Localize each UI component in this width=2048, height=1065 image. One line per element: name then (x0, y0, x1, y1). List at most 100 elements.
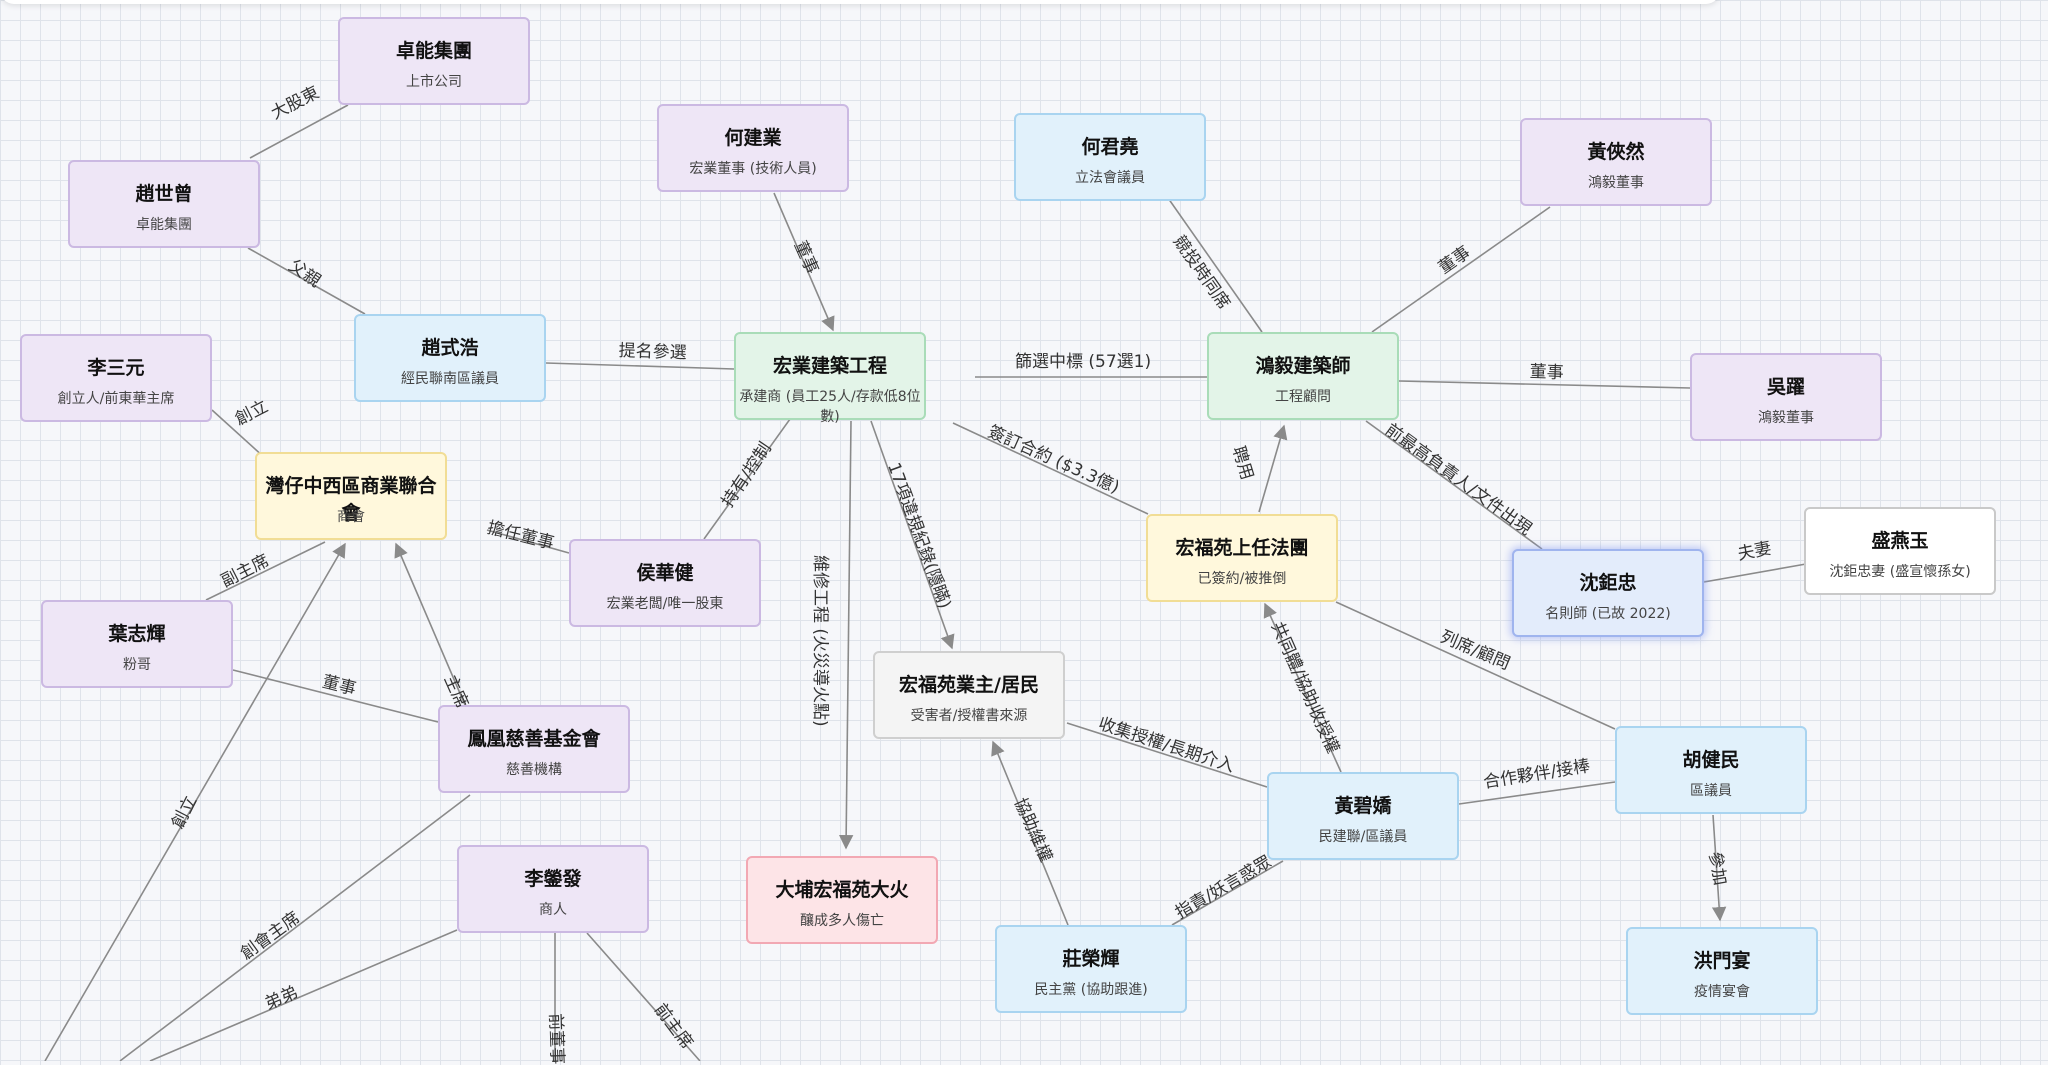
node-subtitle: 鴻毅董事 (1758, 410, 1814, 426)
node-subtitle: 工程顧問 (1275, 389, 1331, 405)
edge-line (1335, 601, 1616, 730)
node-zhaoshizeng[interactable]: 趙世曾卓能集團 (68, 160, 260, 248)
node-subtitle: 商會 (337, 509, 365, 525)
edge-label: 篩選中標 (57選1) (1015, 352, 1152, 372)
node-subtitle: 上市公司 (406, 74, 462, 90)
node-title: 卓能集團 (395, 40, 472, 62)
edge-line (1711, 814, 1727, 922)
node-subtitle: 沈鉅忠妻 (盛宣懷孫女) (1829, 564, 1971, 580)
node-zhuangronghui[interactable]: 莊榮輝民主黨 (協助跟進) (995, 925, 1187, 1013)
node-zhuoneng[interactable]: 卓能集團上市公司 (338, 17, 530, 105)
node-title: 宏福苑業主/居民 (899, 674, 1039, 696)
node-fire[interactable]: 大埔宏福苑大火釀成多人傷亡 (746, 856, 938, 944)
node-title: 何君堯 (1081, 136, 1139, 158)
node-shengyanyu[interactable]: 盛燕玉沈鉅忠妻 (盛宣懷孫女) (1804, 507, 1996, 595)
node-title: 黃俠然 (1587, 141, 1645, 163)
node-hejianye[interactable]: 何建業宏業董事 (技術人員) (657, 104, 849, 192)
node-subtitle: 民主黨 (協助跟進) (1034, 982, 1148, 998)
edge-line (1066, 722, 1268, 788)
node-title: 侯華健 (636, 562, 694, 584)
node-subtitle: 名則師 (已故 2022) (1545, 606, 1671, 622)
node-title: 鳳凰慈善基金會 (467, 728, 601, 750)
edge-line (1398, 380, 1691, 389)
node-yezhihui[interactable]: 葉志輝粉哥 (41, 600, 233, 688)
node-title: 莊榮輝 (1062, 948, 1120, 970)
node-title: 宏業建築工程 (772, 355, 887, 377)
node-title: 趙式浩 (421, 337, 479, 359)
node-huangbiyan[interactable]: 黃碧嬌民建聯/區議員 (1267, 772, 1459, 860)
node-title: 胡健民 (1682, 749, 1740, 771)
edge-line (952, 422, 1149, 515)
node-zhaoshihao[interactable]: 趙式浩經民聯南區議員 (354, 314, 546, 402)
node-subtitle: 經民聯南區議員 (401, 371, 499, 387)
edge-line (586, 932, 701, 1061)
node-title: 沈鉅忠 (1579, 572, 1637, 594)
node-subtitle: 已簽約/被推倒 (1197, 571, 1287, 587)
node-subtitle: 受害者/授權書來源 (910, 708, 1028, 724)
node-title: 趙世曾 (135, 183, 193, 205)
node-owners[interactable]: 宏福苑業主/居民受害者/授權書來源 (873, 651, 1065, 739)
node-title: 何建業 (724, 127, 782, 149)
edge-line (205, 541, 326, 601)
edge-line (1258, 424, 1288, 513)
node-hejunyao[interactable]: 何君堯立法會議員 (1014, 113, 1206, 201)
node-wuyao[interactable]: 吳躍鴻毅董事 (1690, 353, 1882, 441)
node-shenjuzhong[interactable]: 沈鉅忠名則師 (已故 2022) (1512, 549, 1704, 637)
node-subtitle: 鴻毅董事 (1588, 175, 1644, 191)
edge-line (1371, 206, 1551, 333)
edge-line (838, 420, 854, 850)
node-subtitle: 創立人/前東華主席 (57, 391, 175, 407)
edge-label: 提名參選 (618, 341, 687, 364)
node-subtitle: 民建聯/區議員 (1318, 829, 1408, 845)
edge-line (1263, 602, 1342, 773)
node-subtitle: 立法會議員 (1075, 170, 1145, 186)
node-title: 黃碧嬌 (1334, 795, 1392, 817)
node-title: 洪門宴 (1693, 950, 1751, 972)
node-huangxiaran[interactable]: 黃俠然鴻毅董事 (1520, 118, 1712, 206)
node-title: 李三元 (87, 357, 145, 379)
top-toolbar-edge (0, 0, 1720, 4)
node-subtitle: 疫情宴會 (1694, 984, 1750, 1000)
node-subtitle: 商人 (539, 902, 567, 918)
node-subtitle: 宏業董事 (技術人員) (689, 161, 817, 177)
node-houhuajian[interactable]: 侯華健宏業老闆/唯一股東 (569, 539, 761, 627)
edge-line (394, 542, 466, 706)
edge-line (247, 247, 366, 315)
edge-line (870, 420, 955, 650)
node-hujianmin[interactable]: 胡健民區議員 (1615, 726, 1807, 814)
node-title: 大埔宏福苑大火 (775, 879, 909, 901)
edge-line (1458, 781, 1616, 805)
edge-line (1171, 860, 1284, 926)
node-title: 李鎣發 (524, 868, 582, 890)
node-wanchai[interactable]: 灣仔中西區商業聯合會商會 (255, 452, 447, 540)
node-subtitle: 宏業老闆/唯一股東 (606, 596, 724, 612)
edge-line (991, 740, 1069, 926)
node-hongye[interactable]: 宏業建築工程承建商 (員工25人/存款低8位數) (734, 332, 926, 425)
edge-line (1365, 420, 1543, 550)
node-hongyi[interactable]: 鴻毅建築師工程顧問 (1207, 332, 1399, 420)
edge-line (249, 104, 349, 159)
edge-line (486, 529, 570, 554)
edge-label: 前董事 (545, 1013, 567, 1065)
edge-line (149, 929, 458, 1061)
node-title: 宏福苑上任法團 (1175, 537, 1309, 559)
edge-label: 維修工程 (火災導火點) (810, 555, 830, 727)
edge-line (773, 192, 835, 332)
edge-line (119, 794, 471, 1061)
node-subtitle: 粉哥 (123, 657, 151, 673)
node-iocommittee[interactable]: 宏福苑上任法團已簽約/被推倒 (1146, 514, 1338, 602)
node-subtitle: 區議員 (1690, 783, 1732, 799)
node-title: 葉志輝 (108, 623, 166, 645)
node-title: 盛燕玉 (1871, 530, 1929, 552)
node-lisanyuan[interactable]: 李三元創立人/前東華主席 (20, 334, 212, 422)
node-phoenix[interactable]: 鳳凰慈善基金會慈善機構 (438, 705, 630, 793)
edge-line (545, 362, 735, 370)
node-subtitle: 卓能集團 (136, 217, 192, 233)
node-title: 灣仔中西區商業聯合會 (265, 475, 437, 524)
node-hongmenyan[interactable]: 洪門宴疫情宴會 (1626, 927, 1818, 1015)
node-title: 鴻毅建築師 (1255, 355, 1351, 377)
node-subtitle: 慈善機構 (506, 762, 562, 778)
edge-label: 董事 (1529, 362, 1564, 384)
node-liyingfa[interactable]: 李鎣發商人 (457, 845, 649, 933)
node-title: 吳躍 (1766, 376, 1805, 398)
